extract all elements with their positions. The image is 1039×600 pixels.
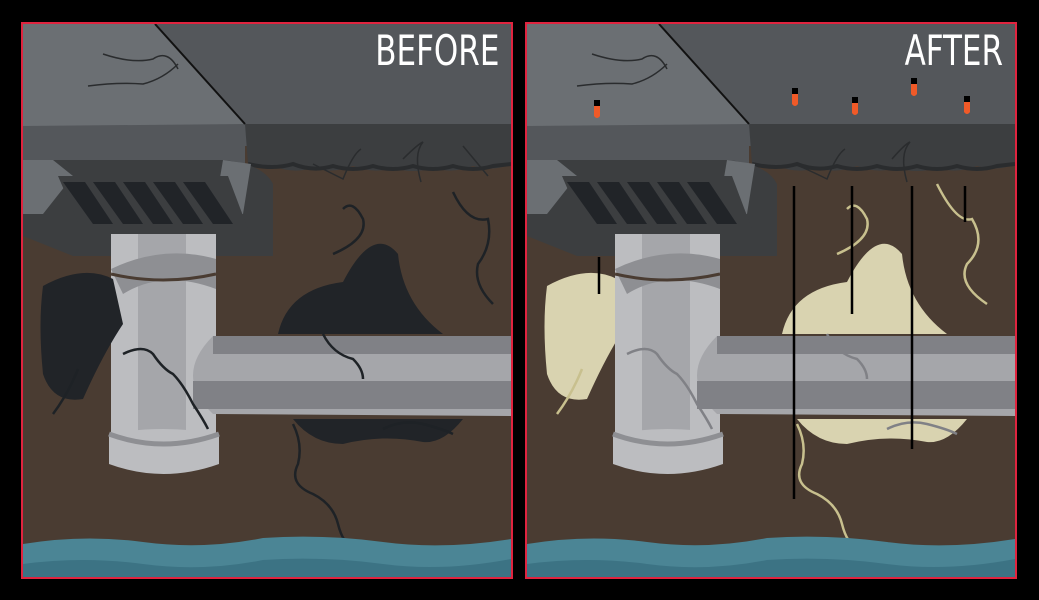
before-label: BEFORE [374, 26, 499, 75]
injection-port-icon [964, 96, 970, 114]
before-illustration [23, 24, 511, 577]
injection-port-icon [911, 78, 917, 96]
injection-port-icon [594, 100, 600, 118]
after-panel: AFTER [525, 22, 1017, 579]
injection-ports [527, 78, 1015, 577]
before-panel: BEFORE [21, 22, 513, 579]
after-label: AFTER [904, 26, 1003, 75]
after-illustration [527, 24, 1015, 577]
injection-port-icon [792, 88, 798, 106]
injection-port-icon [852, 97, 858, 115]
